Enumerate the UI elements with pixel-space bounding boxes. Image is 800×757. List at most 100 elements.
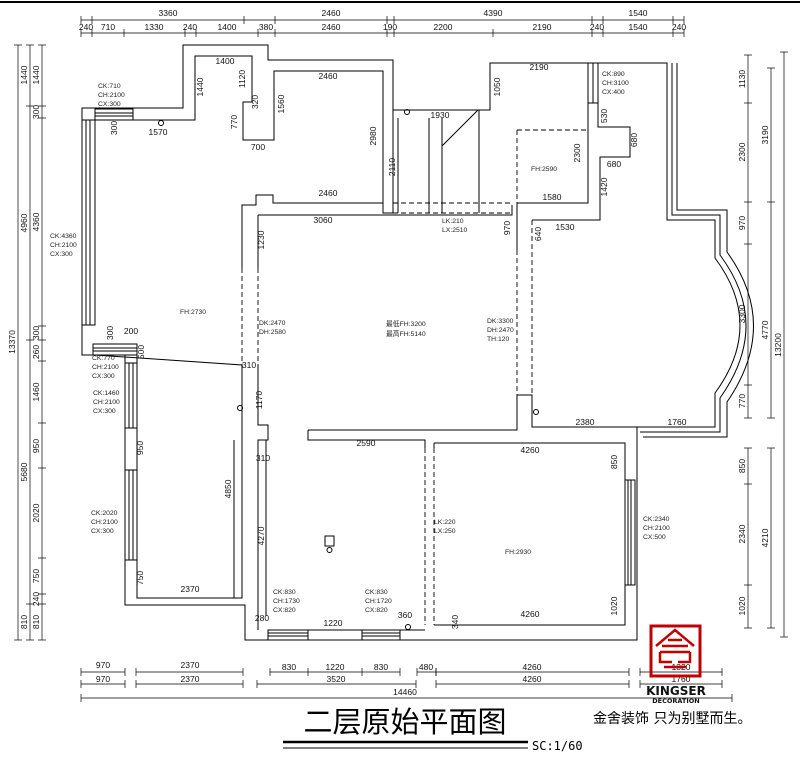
dimension-label: 3520 xyxy=(327,674,346,684)
ne-dashed-area xyxy=(516,129,588,203)
dimension-label: 4260 xyxy=(523,662,542,672)
dimension-label: 2190 xyxy=(530,62,549,72)
east-door-opening xyxy=(516,220,533,395)
svg-text:LX:250: LX:250 xyxy=(434,528,456,535)
dimension-label: 4770 xyxy=(760,320,770,339)
dimension-label: 1130 xyxy=(737,70,747,89)
svg-text:CK:770: CK:770 xyxy=(92,355,115,362)
svg-text:LK:210: LK:210 xyxy=(442,218,464,225)
dimension-label: 810 xyxy=(19,615,29,629)
ne-room-wall xyxy=(516,63,715,428)
dimension-label: 2460 xyxy=(322,8,341,18)
dimension-label: 5680 xyxy=(19,462,29,481)
dimension-label: 970 xyxy=(96,674,110,684)
dimension-label: 2200 xyxy=(434,22,453,32)
dimension-label: 4260 xyxy=(521,609,540,619)
dimension-label: 750 xyxy=(31,569,41,583)
dimension-label: 320 xyxy=(250,95,260,109)
dimension-label: 4210 xyxy=(760,528,770,547)
dimension-label: 640 xyxy=(533,227,543,241)
walls xyxy=(81,44,754,641)
dimension-label: 240 xyxy=(590,22,604,32)
dimension-label: 310 xyxy=(242,360,256,370)
dimension-label: 1020 xyxy=(737,596,747,615)
dimension-label: 970 xyxy=(737,216,747,230)
drain-icon xyxy=(158,120,164,126)
room-height-note: FH:2590 xyxy=(531,166,557,173)
dimension-label: 2020 xyxy=(31,503,41,522)
dimension-label: 1580 xyxy=(543,192,562,202)
window-ne xyxy=(587,62,599,104)
brand-subtitle: DECORATION xyxy=(652,697,699,705)
outer-wall xyxy=(81,44,741,641)
dimension-label: 240 xyxy=(31,592,41,606)
dimension-label: 13370 xyxy=(7,330,17,354)
svg-text:LX:2510: LX:2510 xyxy=(442,227,468,234)
stair-wall xyxy=(382,110,394,214)
dimension-label: 1330 xyxy=(145,22,164,32)
window-s2 xyxy=(361,629,401,641)
dimension-label: 1460 xyxy=(31,382,41,401)
svg-text:DH:2580: DH:2580 xyxy=(259,329,286,336)
dimension-label: 680 xyxy=(607,159,621,169)
svg-text:CK:710: CK:710 xyxy=(98,83,121,90)
left-dimensions: 13370 1440 4960 5680 810 1440 300 4360 3… xyxy=(7,65,41,629)
dimension-label: 970 xyxy=(96,660,110,670)
dimension-label: 4260 xyxy=(523,674,542,684)
room-height-note: FH:2930 xyxy=(505,549,531,556)
brand-name: KINGSER xyxy=(646,684,706,698)
dimension-label: 2460 xyxy=(322,22,341,32)
dimension-label: 360 xyxy=(398,610,412,620)
dimension-label: 710 xyxy=(101,22,115,32)
svg-text:CK:890: CK:890 xyxy=(602,71,625,78)
dimension-label: 770 xyxy=(229,115,239,129)
svg-text:CX:300: CX:300 xyxy=(98,101,121,108)
svg-text:CX:820: CX:820 xyxy=(273,607,296,614)
drain-icon xyxy=(405,624,411,630)
svg-text:CX:300: CX:300 xyxy=(50,251,73,258)
west-door-opening xyxy=(241,268,259,365)
dimension-label: 2370 xyxy=(181,674,200,684)
dimension-label: 4360 xyxy=(31,212,41,231)
dimension-label: 2110 xyxy=(387,158,397,177)
svg-text:CX:820: CX:820 xyxy=(365,607,388,614)
svg-text:CK:4360: CK:4360 xyxy=(50,233,77,240)
dimension-label: 200 xyxy=(124,326,138,336)
dimension-label: 4960 xyxy=(19,213,29,232)
svg-text:CH:2100: CH:2100 xyxy=(92,364,119,371)
dimension-label: 14460 xyxy=(393,687,417,697)
se-room-wall xyxy=(268,442,626,631)
svg-text:CK:1460: CK:1460 xyxy=(93,390,120,397)
dimension-label: 300 xyxy=(109,121,119,135)
dimension-lines xyxy=(14,16,788,702)
dimension-label: 1220 xyxy=(326,662,345,672)
dimension-label: 13200 xyxy=(773,333,783,357)
dimension-label: 2300 xyxy=(572,143,582,162)
dimension-label: 2460 xyxy=(319,71,338,81)
window-w1 xyxy=(92,343,138,356)
dimension-label: 1050 xyxy=(492,77,502,96)
outer-wall-layer xyxy=(643,63,754,438)
dimension-label: 1560 xyxy=(276,94,286,113)
dimension-label: 770 xyxy=(737,394,747,408)
dimension-label: 2590 xyxy=(357,438,376,448)
window-west xyxy=(81,119,96,326)
svg-text:DK:2470: DK:2470 xyxy=(259,320,286,327)
dimension-label: 850 xyxy=(609,455,619,469)
dimension-label: 830 xyxy=(374,662,388,672)
top-dimensions: 3360 2460 4390 1540 240 710 1330 240 140… xyxy=(79,8,686,32)
pipe-shaft-icon xyxy=(324,535,335,547)
interior-dimensions: 1400 1440 1120 320 770 700 1560 2460 298… xyxy=(105,56,687,629)
svg-text:最低FH:3200: 最低FH:3200 xyxy=(386,319,426,328)
dimension-label: 1530 xyxy=(556,222,575,232)
dimension-label: 300 xyxy=(31,105,41,119)
company-slogan: 金舍装饰 只为别墅而生。 xyxy=(593,711,751,727)
svg-text:CH:2100: CH:2100 xyxy=(93,399,120,406)
